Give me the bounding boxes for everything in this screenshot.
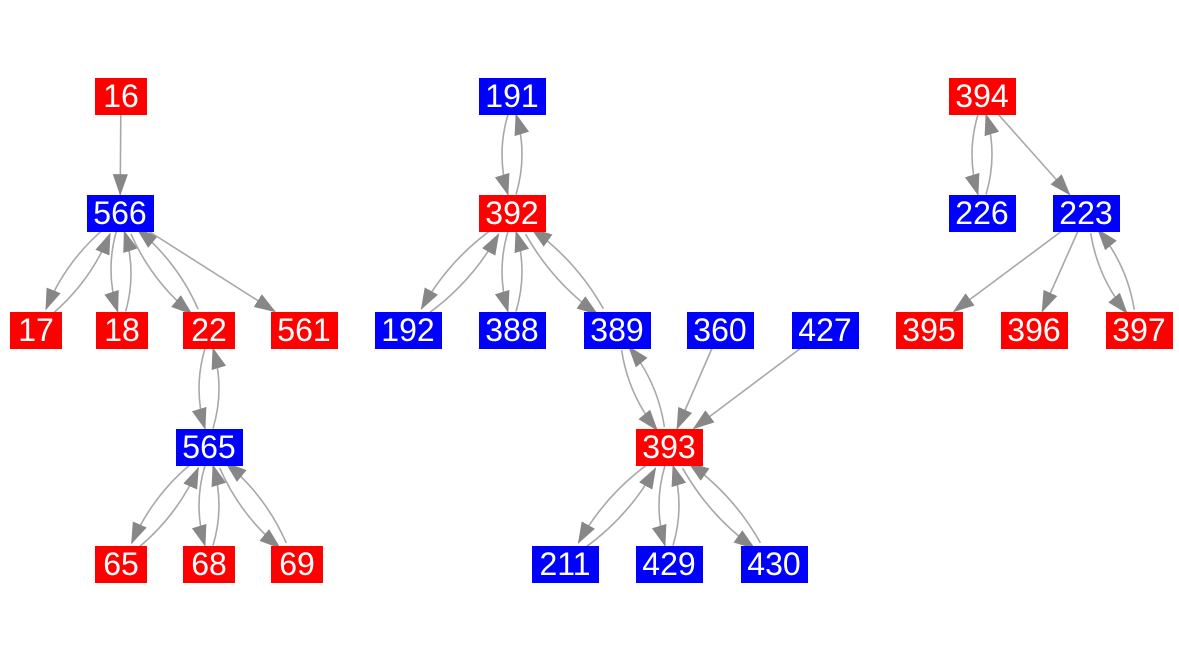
node-label: 392	[485, 195, 539, 231]
node-label: 16	[103, 78, 139, 114]
node-427[interactable]: 427	[791, 311, 859, 349]
edge-192-392	[426, 233, 500, 315]
edge-223-397	[1089, 233, 1128, 315]
node-392[interactable]: 392	[478, 194, 546, 232]
node-394[interactable]: 394	[948, 77, 1016, 115]
node-label: 191	[485, 78, 539, 114]
node-label: 18	[104, 312, 140, 348]
node-565[interactable]: 565	[175, 428, 243, 466]
node-16[interactable]: 16	[95, 77, 147, 115]
edge-427-393	[692, 347, 801, 430]
node-223[interactable]: 223	[1052, 194, 1120, 232]
node-360[interactable]: 360	[686, 311, 754, 349]
node-192[interactable]: 192	[374, 311, 442, 349]
edge-393-429	[651, 465, 667, 547]
node-label: 223	[1059, 195, 1113, 231]
edge-392-388	[494, 231, 510, 313]
node-label: 397	[1112, 312, 1166, 348]
node-65[interactable]: 65	[95, 545, 147, 583]
node-label: 68	[191, 546, 227, 582]
node-label: 429	[642, 546, 696, 582]
node-label: 561	[277, 312, 331, 348]
node-label: 69	[279, 546, 315, 582]
edge-226-394	[984, 113, 1000, 195]
edge-392-389	[524, 233, 599, 315]
edge-393-430	[681, 467, 756, 549]
edge-22-566	[136, 228, 199, 310]
node-429[interactable]: 429	[635, 545, 703, 583]
edge-68-565	[211, 464, 227, 546]
node-395[interactable]: 395	[895, 311, 963, 349]
edge-566-17	[45, 228, 105, 311]
edge-566-22	[130, 233, 193, 315]
edge-22-565	[191, 348, 207, 430]
node-396[interactable]: 396	[1000, 311, 1068, 349]
node-label: 396	[1007, 312, 1061, 348]
node-label: 565	[182, 429, 236, 465]
edge-191-392	[494, 114, 510, 196]
node-label: 360	[693, 312, 747, 348]
node-label: 430	[747, 546, 801, 582]
edge-16-566	[112, 114, 128, 196]
node-label: 17	[18, 312, 54, 348]
node-68[interactable]: 68	[183, 545, 235, 583]
node-label: 211	[539, 546, 591, 582]
edge-392-192	[420, 228, 494, 310]
node-566[interactable]: 566	[86, 194, 154, 232]
edge-397-223	[1097, 228, 1136, 310]
edge-565-65	[130, 462, 193, 545]
node-label: 226	[955, 195, 1009, 231]
edge-17-566	[51, 232, 111, 315]
edge-211-393	[583, 467, 657, 549]
edge-389-393	[620, 349, 658, 432]
edge-394-226	[964, 114, 980, 196]
edge-566-561	[148, 230, 276, 313]
edge-565-68	[191, 465, 207, 547]
edge-18-566	[123, 230, 138, 312]
edge-429-393	[671, 464, 687, 546]
node-191[interactable]: 191	[478, 77, 546, 115]
node-label: 22	[191, 312, 227, 348]
edge-392-191	[514, 113, 530, 195]
node-label: 388	[485, 312, 539, 348]
node-label: 393	[642, 429, 696, 465]
node-label: 566	[93, 195, 147, 231]
node-18[interactable]: 18	[96, 311, 148, 349]
edge-223-396	[1041, 231, 1079, 313]
node-label: 192	[381, 312, 435, 348]
node-226[interactable]: 226	[948, 194, 1016, 232]
edge-566-18	[104, 231, 119, 313]
node-561[interactable]: 561	[270, 311, 338, 349]
edge-393-211	[577, 462, 651, 544]
edge-223-395	[952, 230, 1062, 313]
edge-388-392	[514, 230, 530, 312]
edge-394-223	[997, 113, 1071, 196]
node-397[interactable]: 397	[1105, 311, 1173, 349]
edge-69-565	[225, 462, 288, 544]
edge-393-389	[628, 345, 666, 428]
edge-360-393	[676, 348, 713, 430]
node-393[interactable]: 393	[635, 428, 703, 466]
node-label: 389	[590, 312, 644, 348]
edge-430-393	[687, 462, 762, 544]
node-388[interactable]: 388	[478, 311, 546, 349]
node-22[interactable]: 22	[183, 311, 235, 349]
node-69[interactable]: 69	[271, 545, 323, 583]
edge-389-392	[530, 228, 605, 310]
node-label: 65	[103, 546, 139, 582]
node-389[interactable]: 389	[583, 311, 651, 349]
node-label: 395	[902, 312, 956, 348]
edge-65-565	[137, 466, 200, 549]
node-label: 427	[798, 312, 852, 348]
node-17[interactable]: 17	[10, 311, 62, 349]
node-211[interactable]: 211	[531, 545, 599, 583]
node-label: 394	[955, 78, 1009, 114]
edge-565-22	[211, 347, 227, 429]
edge-565-69	[218, 467, 281, 549]
node-430[interactable]: 430	[740, 545, 808, 583]
